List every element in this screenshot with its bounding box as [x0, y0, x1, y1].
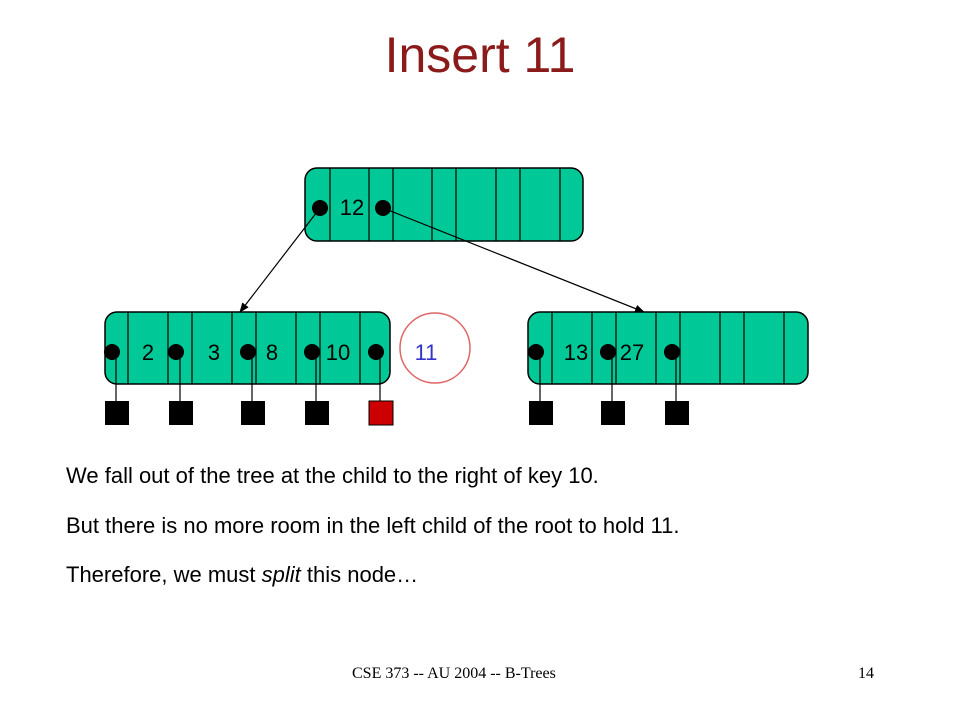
left-pointer-4 [368, 344, 384, 360]
leaf-square [665, 401, 689, 425]
body-line-3-end: this node… [300, 562, 419, 587]
root-node-box [304, 167, 584, 242]
left-pointer-1 [168, 344, 184, 360]
leaf-square [305, 401, 329, 425]
body-line-3: Therefore, we must split this node… [66, 562, 418, 588]
root-key: 12 [340, 195, 364, 220]
right-pointer-2 [664, 344, 680, 360]
highlighted-leaf-square [368, 400, 394, 426]
footer-course: CSE 373 -- AU 2004 -- B-Trees [352, 665, 556, 682]
footer-page-number: 14 [858, 665, 874, 682]
leaf-square [241, 401, 265, 425]
slide-title: Insert 11 [384, 27, 576, 83]
new-key-circle [399, 312, 471, 384]
left-key-1: 3 [208, 340, 220, 365]
left-pointer-3 [304, 344, 320, 360]
right-child-node: 13 27 [527, 311, 809, 385]
right-pointer-1 [600, 344, 616, 360]
leaf-square [169, 401, 193, 425]
body-line-3-start: Therefore, we must [66, 562, 262, 587]
leaf-square [105, 401, 129, 425]
left-pointer-2 [240, 344, 256, 360]
leaf-connectors [115, 352, 677, 401]
body-line-1: We fall out of the tree at the child to … [66, 463, 599, 488]
right-key-0: 13 [564, 340, 588, 365]
body-line-2: But there is no more room in the left ch… [66, 513, 680, 538]
right-key-1: 27 [620, 340, 644, 365]
new-key-marker: 11 [399, 312, 471, 384]
leaf-square [601, 401, 625, 425]
root-node: 12 [304, 167, 584, 242]
left-key-2: 8 [266, 340, 278, 365]
left-pointer-0 [104, 344, 120, 360]
left-key-3: 10 [326, 340, 350, 365]
left-child-node: 2 3 8 10 [104, 311, 391, 385]
leaf-square [529, 401, 553, 425]
new-key-label: 11 [415, 340, 438, 365]
arrow-to-left-child [239, 207, 321, 313]
right-pointer-0 [528, 344, 544, 360]
arrow-to-right-child [382, 207, 645, 313]
left-key-0: 2 [142, 340, 154, 365]
split-word: split [261, 562, 301, 587]
